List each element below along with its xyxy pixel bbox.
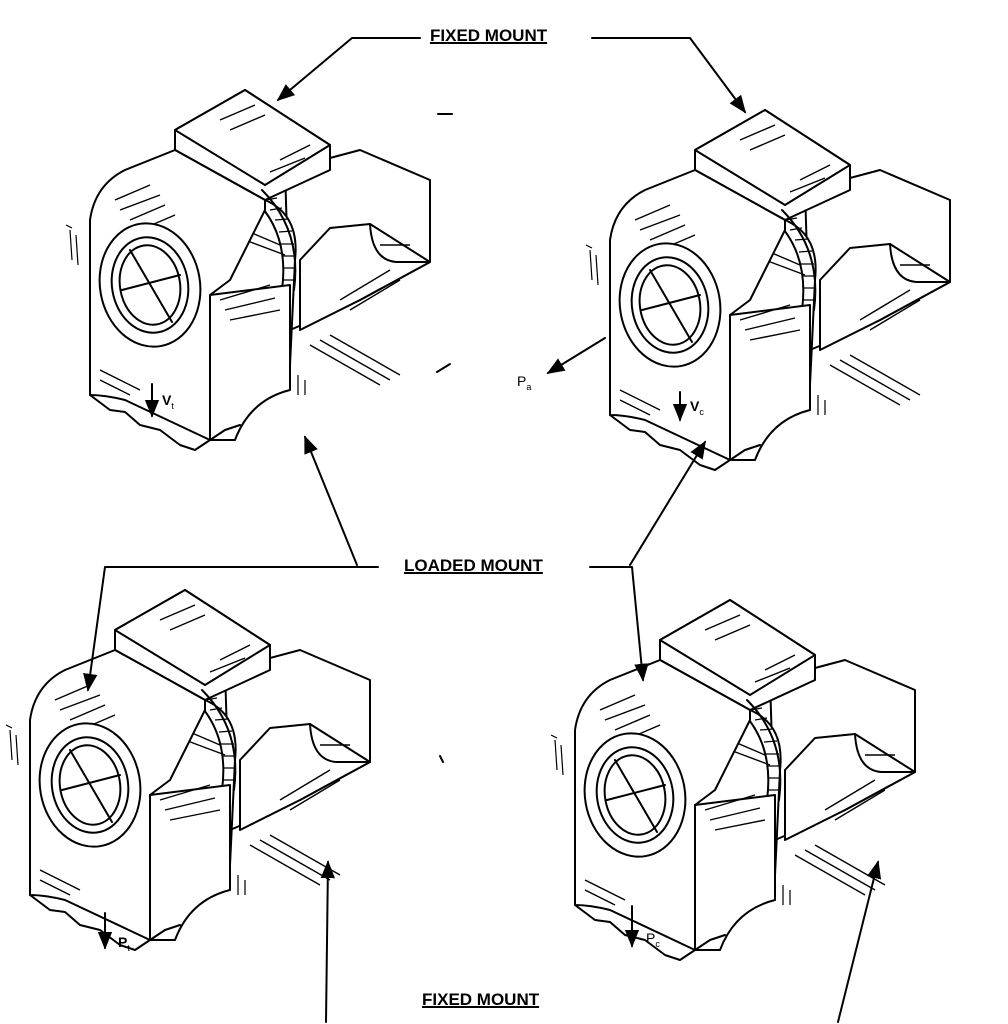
loaded-mount-leader-bl (83, 566, 379, 692)
force-subscript: t (171, 400, 174, 411)
force-subscript: t (127, 942, 130, 953)
force-symbol: P (646, 930, 656, 946)
fixed-mount-bottom-leader-right (837, 860, 882, 1023)
force-label-pt: Pt (118, 934, 130, 953)
force-subscript: c (655, 938, 660, 949)
force-symbol: P (517, 373, 527, 389)
force-subscript: c (699, 406, 704, 417)
force-arrow-pa (546, 337, 606, 374)
loaded-mount-leader-br (589, 566, 649, 682)
housing-top-right (585, 109, 951, 471)
force-label-pa: Pa (517, 373, 531, 392)
housing-top-left (65, 89, 431, 451)
stray-mark (436, 363, 451, 373)
force-label-vc: Vc (690, 398, 704, 417)
label-fixed-mount-top: FIXED MOUNT (426, 26, 552, 46)
force-symbol: V (690, 398, 700, 414)
force-label-pc: Pc (646, 930, 660, 949)
force-subscript: a (526, 381, 532, 392)
loaded-mount-leader-tl (304, 435, 358, 566)
fixed-mount-top-leader-right (591, 37, 747, 114)
force-label-vt: Vt (162, 392, 174, 411)
housing-bottom-left (5, 589, 371, 951)
label-loaded-mount: LOADED MOUNT (400, 556, 547, 576)
loaded-mount-leader-tr (629, 440, 706, 566)
force-symbol: P (118, 934, 128, 950)
fixed-mount-top-leader-left (276, 37, 421, 102)
label-fixed-mount-bottom: FIXED MOUNT (418, 990, 544, 1010)
force-symbol: V (162, 392, 172, 408)
fixed-mount-bottom-leader-left (320, 860, 335, 1023)
stray-mark (439, 755, 444, 763)
housing-bottom-right (550, 599, 916, 961)
